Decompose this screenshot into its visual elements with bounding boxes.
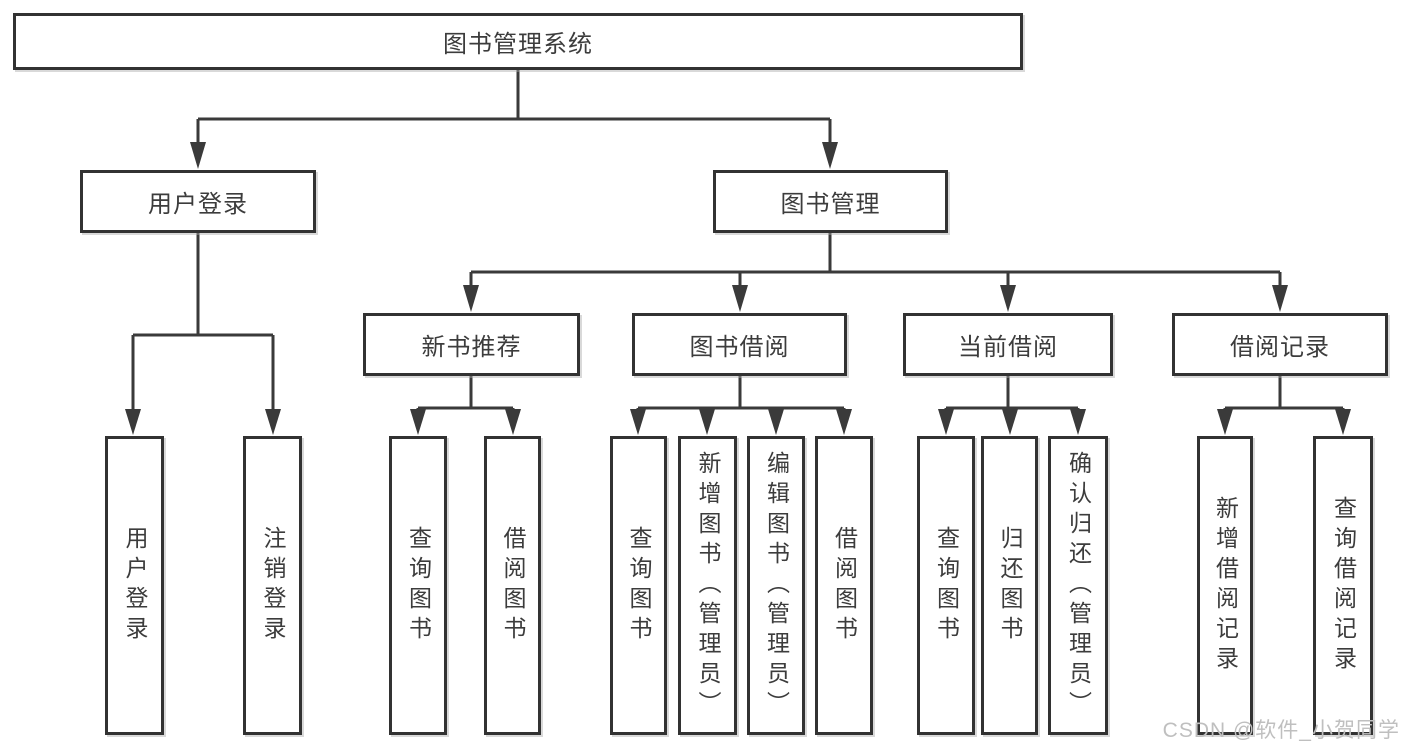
node-borrow-records-label: 借阅记录 [1230, 334, 1330, 361]
leaf-borrow-books-2: 借阅图书 [815, 436, 873, 735]
connector-arrowheads [125, 142, 1351, 435]
node-borrow-records: 借阅记录 [1172, 313, 1388, 376]
leaf-query-books-3: 查询图书 [917, 436, 975, 735]
leaf-borrow-books-2-label: 借阅图书 [831, 525, 858, 646]
node-user-login-label: 用户登录 [148, 191, 248, 218]
node-root-label: 图书管理系统 [443, 31, 593, 58]
leaf-return-books: 归还图书 [981, 436, 1038, 735]
node-current-borrow-label: 当前借阅 [958, 334, 1058, 361]
leaf-query-books-2-label: 查询图书 [626, 525, 652, 646]
leaf-add-borrow-record-label: 新增借阅记录 [1212, 495, 1239, 676]
leaf-logout-label: 注销登录 [260, 525, 286, 646]
leaf-return-books-label: 归还图书 [997, 525, 1023, 646]
leaf-user-login-label: 用户登录 [122, 525, 148, 646]
leaf-borrow-books-1: 借阅图书 [484, 436, 541, 735]
node-current-borrow: 当前借阅 [903, 313, 1113, 376]
leaf-logout: 注销登录 [243, 436, 302, 735]
leaf-query-borrow-record: 查询借阅记录 [1313, 436, 1373, 735]
node-new-book-recommend: 新书推荐 [363, 313, 580, 376]
leaf-borrow-books-1-label: 借阅图书 [500, 525, 526, 646]
leaf-add-books-admin-label: 新增图书（管理员） [695, 450, 721, 721]
leaf-add-borrow-record: 新增借阅记录 [1197, 436, 1253, 735]
csdn-watermark: CSDN @软件_小贺同学 [1162, 719, 1400, 742]
node-book-management: 图书管理 [713, 170, 948, 233]
node-book-borrow-label: 图书借阅 [689, 334, 790, 361]
leaf-edit-books-admin: 编辑图书（管理员） [747, 436, 805, 735]
connector-edges [131, 70, 1345, 412]
leaf-confirm-return-admin-label: 确认归还（管理员） [1065, 450, 1092, 721]
node-root: 图书管理系统 [13, 13, 1023, 70]
leaf-query-books-2: 查询图书 [610, 436, 667, 735]
node-new-book-recommend-label: 新书推荐 [421, 334, 522, 361]
leaf-add-books-admin: 新增图书（管理员） [678, 436, 737, 735]
leaf-user-login: 用户登录 [105, 436, 164, 735]
leaf-query-borrow-record-label: 查询借阅记录 [1330, 495, 1357, 676]
leaf-query-books-3-label: 查询图书 [933, 525, 960, 646]
node-user-login: 用户登录 [80, 170, 316, 233]
leaf-confirm-return-admin: 确认归还（管理员） [1048, 436, 1108, 735]
leaf-query-books-1: 查询图书 [389, 436, 447, 735]
leaf-query-books-1-label: 查询图书 [405, 525, 432, 646]
leaf-edit-books-admin-label: 编辑图书（管理员） [763, 450, 790, 721]
node-book-borrow: 图书借阅 [632, 313, 847, 376]
node-book-management-label: 图书管理 [780, 191, 881, 218]
